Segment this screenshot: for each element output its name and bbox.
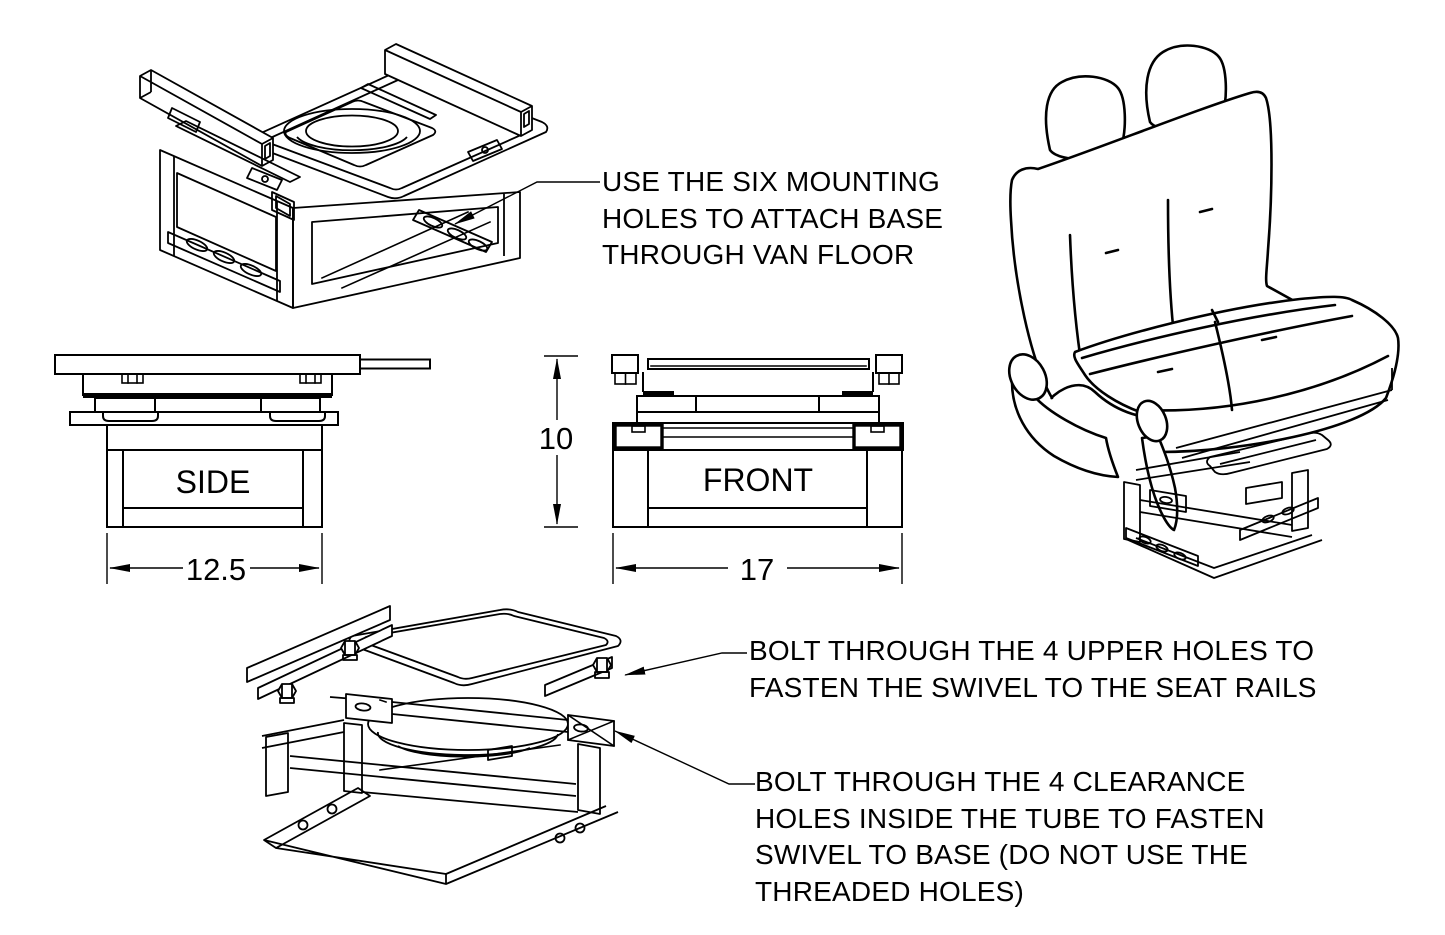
callout-mounting-holes: USE THE SIX MOUNTING HOLES TO ATTACH BAS… bbox=[602, 164, 943, 274]
iso-view-swivel-base-top bbox=[139, 43, 549, 309]
callout-line: THROUGH VAN FLOOR bbox=[602, 239, 915, 270]
clearance-hole-box-left bbox=[345, 693, 393, 724]
callout-clearance-holes: BOLT THROUGH THE 4 CLEARANCE HOLES INSID… bbox=[755, 764, 1265, 910]
callout-line: BOLT THROUGH THE 4 UPPER HOLES TO bbox=[749, 635, 1315, 666]
callout-upper-holes: BOLT THROUGH THE 4 UPPER HOLES TO FASTEN… bbox=[749, 633, 1317, 706]
front-width-dim-text: 17 bbox=[740, 552, 774, 587]
hex-bolt bbox=[277, 683, 297, 704]
side-view: SIDE 12.5 bbox=[54, 354, 431, 587]
front-view: 10 FRONT 17 bbox=[539, 354, 904, 587]
leader-upper-holes bbox=[624, 652, 747, 676]
leader-lines bbox=[454, 181, 755, 785]
iso-view-swivel-detail bbox=[246, 605, 622, 885]
side-view-bolts bbox=[121, 373, 322, 384]
upper-hole-bolt bbox=[592, 657, 612, 679]
callout-line: BOLT THROUGH THE 4 CLEARANCE bbox=[755, 766, 1246, 797]
callout-line: HOLES INSIDE THE TUBE TO FASTEN bbox=[755, 802, 1265, 834]
clearance-hole-box-right bbox=[566, 713, 616, 748]
seat-swivel-base bbox=[1123, 368, 1393, 579]
callout-line: USE THE SIX MOUNTING bbox=[602, 166, 940, 197]
side-width-dimension: 12.5 bbox=[106, 533, 323, 587]
callout-line: HOLES TO ATTACH BASE bbox=[602, 202, 944, 234]
front-height-dimension: 10 bbox=[539, 355, 578, 528]
leader-mounting-holes bbox=[454, 181, 600, 225]
front-height-dim-text: 10 bbox=[539, 421, 573, 456]
leader-clearance-holes bbox=[614, 730, 755, 785]
front-width-dimension: 17 bbox=[612, 533, 903, 587]
van-seat-illustration bbox=[1007, 44, 1400, 579]
hex-bolt bbox=[340, 640, 360, 661]
side-view-label: SIDE bbox=[176, 464, 251, 500]
front-view-label: FRONT bbox=[703, 462, 813, 498]
callout-line: SWIVEL TO BASE (DO NOT USE THE bbox=[755, 839, 1249, 870]
side-width-dim-text: 12.5 bbox=[186, 552, 246, 587]
callout-line: FASTEN THE SWIVEL TO THE SEAT RAILS bbox=[749, 671, 1317, 703]
callout-line: THREADED HOLES) bbox=[755, 875, 1025, 907]
